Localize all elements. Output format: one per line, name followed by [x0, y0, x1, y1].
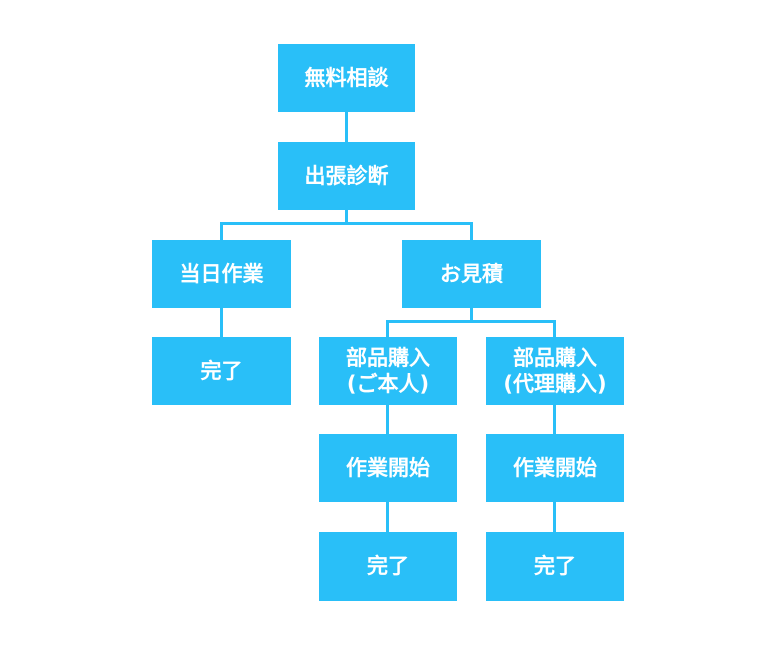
node-estimate: お見積 — [402, 240, 541, 308]
connector-to-parts-self — [386, 320, 389, 337]
connector-parts-self-work — [386, 405, 389, 434]
connector-to-parts-proxy — [553, 320, 556, 337]
node-done-proxy: 完了 — [486, 532, 624, 601]
connector-work-proxy-done — [553, 502, 556, 532]
connector-estimate-down — [470, 308, 473, 322]
node-same-day-work: 当日作業 — [152, 240, 291, 308]
connector-work-self-done — [386, 502, 389, 532]
connector-consult-diagnosis — [345, 112, 348, 142]
connector-same-day-work-done — [220, 308, 223, 337]
node-same-day-done: 完了 — [152, 337, 291, 405]
node-work-start-proxy: 作業開始 — [486, 434, 624, 502]
node-consult: 無料相談 — [278, 44, 415, 112]
connector-branch-horizontal-2 — [386, 320, 556, 323]
connector-diagnosis-down — [345, 210, 348, 224]
node-done-self: 完了 — [319, 532, 457, 601]
node-diagnosis: 出張診断 — [278, 142, 415, 210]
node-parts-proxy: 部品購入 (代理購入) — [486, 337, 624, 405]
connector-parts-proxy-work — [553, 405, 556, 434]
node-work-start-self: 作業開始 — [319, 434, 457, 502]
connector-branch-horizontal-1 — [220, 222, 473, 225]
connector-to-estimate — [470, 222, 473, 240]
node-parts-self: 部品購入 (ご本人) — [319, 337, 457, 405]
connector-to-same-day-work — [220, 222, 223, 240]
